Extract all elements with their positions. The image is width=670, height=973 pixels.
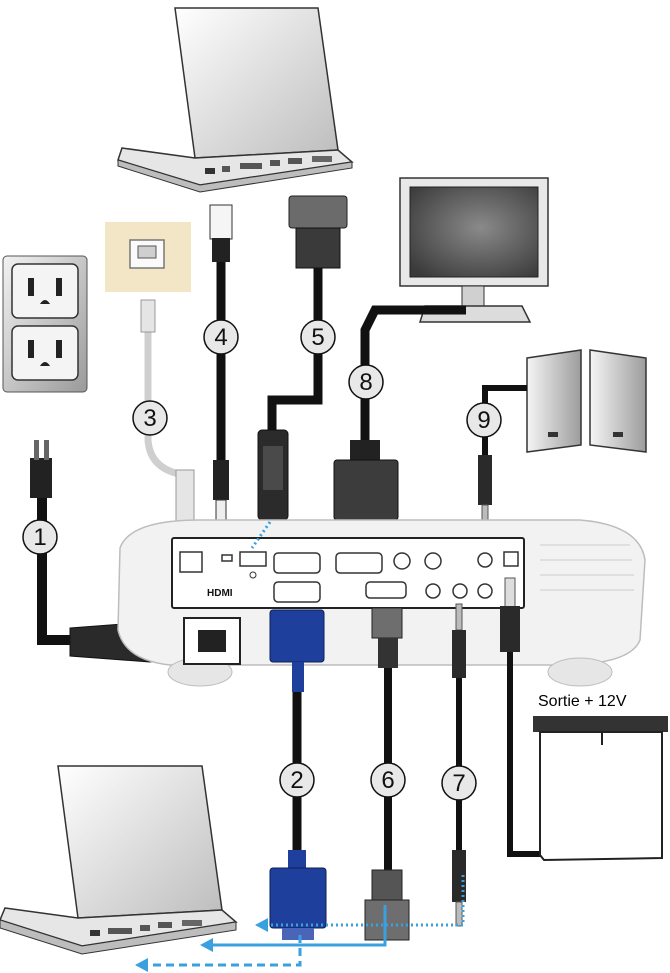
callout-7: 7 xyxy=(441,765,477,801)
callout-5-number: 5 xyxy=(311,324,324,351)
callout-2-number: 2 xyxy=(290,767,303,794)
power-outlet-icon xyxy=(2,255,88,393)
signal-arrows xyxy=(145,875,465,967)
trigger-cable xyxy=(500,577,545,857)
callout-9: 9 xyxy=(466,402,502,438)
rj45-plug-icon xyxy=(140,299,195,531)
projection-screen-icon xyxy=(533,716,668,862)
callout-8: 8 xyxy=(348,364,384,400)
hdmi-signal-arrow xyxy=(250,521,272,549)
power-cable xyxy=(37,490,80,645)
hdmi-logo: HDMI xyxy=(207,588,233,599)
rj45-wall-jack-icon xyxy=(105,222,191,292)
callout-7-number: 7 xyxy=(452,770,465,797)
callout-8-number: 8 xyxy=(359,369,372,396)
callout-5: 5 xyxy=(300,319,336,355)
usb-cable xyxy=(209,204,233,523)
audio-input-cable xyxy=(452,603,466,927)
callout-1: 1 xyxy=(22,519,58,555)
vga-monitor-cable xyxy=(333,305,466,534)
trigger-output-label: Sortie + 12V xyxy=(538,693,627,710)
callout-1-number: 1 xyxy=(33,524,46,551)
laptop-bottom-icon xyxy=(0,765,238,955)
callout-2: 2 xyxy=(279,762,315,798)
laptop-top-icon xyxy=(117,7,354,193)
callout-6: 6 xyxy=(370,762,406,798)
callout-4: 4 xyxy=(203,319,239,355)
monitor-icon xyxy=(399,177,549,323)
callout-9-number: 9 xyxy=(477,407,490,434)
speaker-icon xyxy=(526,349,647,453)
callout-3-number: 3 xyxy=(143,405,156,432)
callout-6-number: 6 xyxy=(381,767,394,794)
arrow-heads xyxy=(135,918,268,972)
callout-3: 3 xyxy=(132,400,168,436)
callout-4-number: 4 xyxy=(214,324,227,351)
